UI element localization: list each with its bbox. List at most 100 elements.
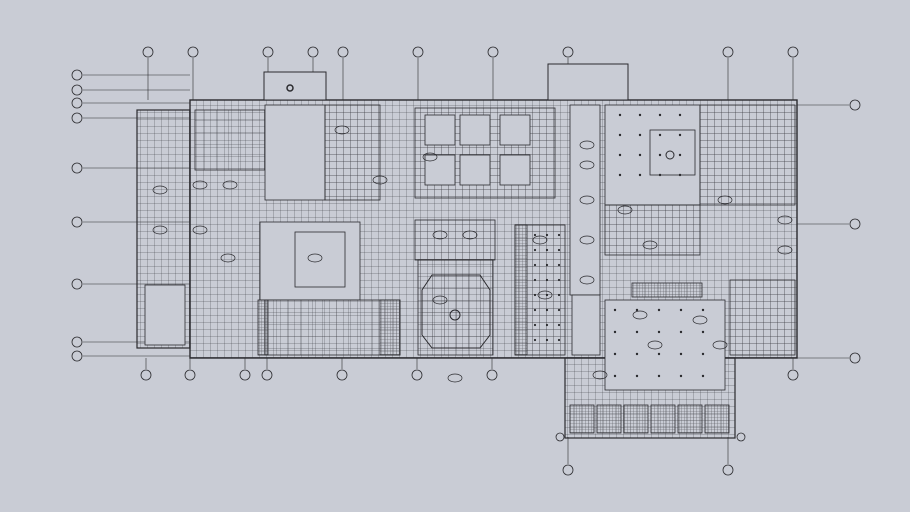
corridor-hatched [379, 299, 401, 356]
ceiling-panel [424, 154, 456, 186]
downlight-icon [613, 330, 617, 334]
room [194, 109, 266, 171]
north-entry [263, 71, 327, 101]
downlight-icon [678, 113, 682, 117]
downlight-icon [678, 153, 682, 157]
downlight-icon [545, 293, 549, 297]
downlight-icon [533, 233, 537, 237]
room [324, 104, 381, 201]
downlight-icon [557, 293, 561, 297]
downlight-icon [533, 308, 537, 312]
mechanical-cell [596, 404, 622, 434]
grid-bubble [71, 97, 83, 109]
downlight-icon [679, 352, 683, 356]
room [604, 299, 726, 391]
mechanical-cell [704, 404, 730, 434]
light-fixture-icon [462, 230, 478, 240]
downlight-icon [638, 133, 642, 137]
grid-bubble [337, 46, 349, 58]
corridor-hatched [257, 299, 269, 356]
downlight-icon [658, 133, 662, 137]
downlight-icon [635, 352, 639, 356]
downlight-icon [533, 338, 537, 342]
ceiling-feature [649, 129, 696, 176]
downlight-icon [557, 308, 561, 312]
grid-bubble [71, 278, 83, 290]
grid-bubble [562, 464, 574, 476]
north-stair [547, 63, 629, 101]
light-fixture-icon [632, 310, 648, 320]
light-fixture-icon [647, 340, 663, 350]
grid-bubble [71, 162, 83, 174]
room [144, 284, 186, 346]
downlight-icon [618, 113, 622, 117]
downlight-icon [679, 374, 683, 378]
grid-bubble [487, 46, 499, 58]
grid-bubble [71, 112, 83, 124]
downlight-icon [635, 374, 639, 378]
light-fixture-icon [579, 235, 595, 245]
downlight-icon [701, 374, 705, 378]
grid-bubble [787, 46, 799, 58]
grid-bubble [184, 369, 196, 381]
octagonal-ceiling [421, 274, 491, 349]
grid-bubbles [71, 46, 861, 476]
light-fixture-icon [432, 295, 448, 305]
grid-bubble [787, 369, 799, 381]
light-fixture-icon [372, 175, 388, 185]
rooms [144, 104, 796, 434]
ceiling-panel [459, 114, 491, 146]
light-fixture-icon [592, 370, 608, 380]
light-fixture-icon [192, 225, 208, 235]
light-fixture-icon [447, 373, 463, 383]
mechanical-cell [677, 404, 703, 434]
room [569, 104, 601, 296]
soffit-hatched [631, 282, 703, 298]
downlight-icon [638, 153, 642, 157]
grid-bubble [736, 432, 746, 442]
grid-bubble [562, 46, 574, 58]
grid-bubble [722, 46, 734, 58]
light-fixture-icon [579, 195, 595, 205]
downlight-icon [533, 248, 537, 252]
light-fixtures [152, 84, 793, 383]
downlight-icon [557, 338, 561, 342]
downlight-icon [613, 352, 617, 356]
grid-bubble [555, 432, 565, 442]
light-fixture-icon [307, 253, 323, 263]
light-fixture-icon [422, 152, 438, 162]
grid-bubble [140, 369, 152, 381]
downlight-icon [545, 323, 549, 327]
light-fixture-icon [777, 245, 793, 255]
light-fixture-icon [712, 340, 728, 350]
room [264, 104, 326, 201]
light-fixture-icon [432, 230, 448, 240]
downlight-icon [545, 263, 549, 267]
downlight-icon [618, 133, 622, 137]
grid-bubble [849, 352, 861, 364]
grid-bubble [411, 369, 423, 381]
mechanical-cell [623, 404, 649, 434]
downlight-icon [701, 308, 705, 312]
light-fixture-icon [537, 290, 553, 300]
grid-bubble [239, 369, 251, 381]
downlight-icon [618, 153, 622, 157]
grid-bubble [261, 369, 273, 381]
light-fixture-icon [152, 185, 168, 195]
light-fixture-icon [692, 315, 708, 325]
light-fixture-icon [220, 253, 236, 263]
mechanical-cell [569, 404, 595, 434]
ceiling-panel [499, 154, 531, 186]
downlight-icon [533, 278, 537, 282]
diffuser-icon [665, 150, 675, 160]
downlight-icon [679, 308, 683, 312]
downlight-icon [545, 338, 549, 342]
grid-bubble [71, 84, 83, 96]
light-fixture-icon [579, 275, 595, 285]
downlight-icon [658, 153, 662, 157]
downlight-icon [638, 173, 642, 177]
downlight-icon [679, 330, 683, 334]
downlight-icon [658, 173, 662, 177]
grid-bubble [71, 216, 83, 228]
mechanical-cell [650, 404, 676, 434]
